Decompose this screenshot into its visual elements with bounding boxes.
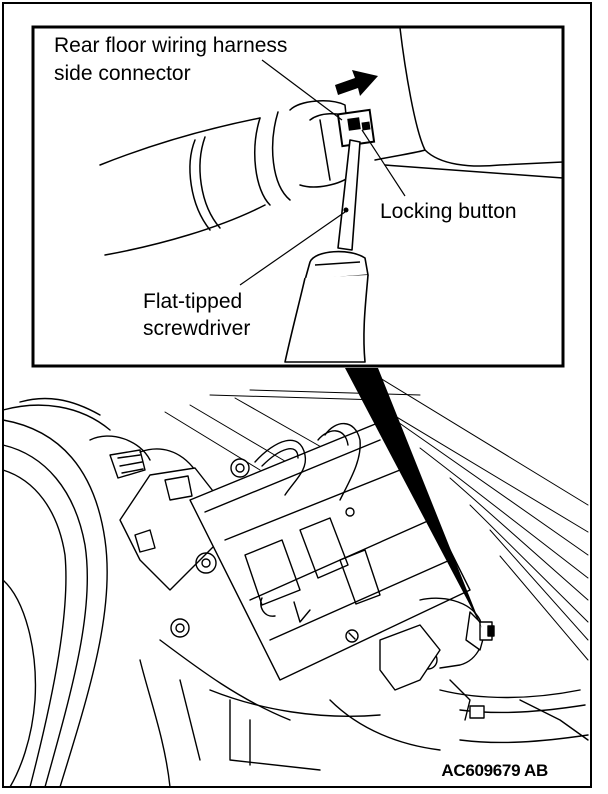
detail-inset: Rear floor wiring harness side connector… xyxy=(31,25,565,368)
bolt xyxy=(195,552,217,574)
bolt xyxy=(345,507,355,517)
locking-button-leader xyxy=(361,129,406,197)
bolt xyxy=(230,458,250,478)
screwdriver-leader xyxy=(239,211,346,286)
screwdriver-label-line1: Flat-tipped xyxy=(143,290,242,313)
locking-button-label: Locking button xyxy=(380,200,517,223)
connector-label-line1: Rear floor wiring harness xyxy=(54,34,287,57)
detail-pointer xyxy=(345,368,482,628)
screwdriver-shape xyxy=(284,139,369,363)
connector-label-line2: side connector xyxy=(54,62,191,85)
underbody-scene xyxy=(2,377,589,788)
arrow-right-icon xyxy=(335,70,378,96)
screwdriver-label-line2: screwdriver xyxy=(143,317,250,340)
body-panel-hatching xyxy=(164,377,589,661)
connector-leader xyxy=(261,59,343,121)
figure-code: AC609679 AB xyxy=(441,761,548,780)
bolt xyxy=(170,618,190,638)
figure-border xyxy=(2,2,592,788)
